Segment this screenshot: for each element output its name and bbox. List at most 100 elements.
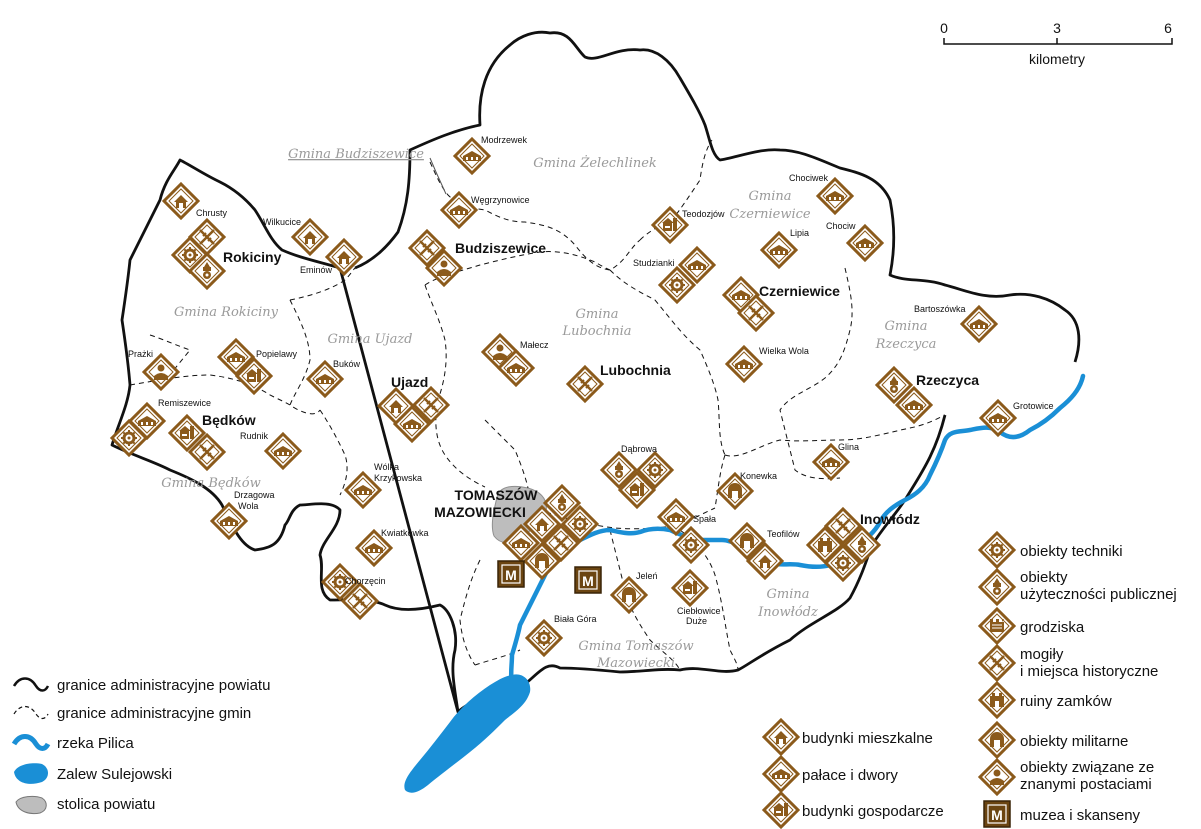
place-label: Krzykowska bbox=[374, 473, 422, 483]
town-label-lubochnia: Lubochnia bbox=[600, 362, 671, 378]
farm-building-icon bbox=[764, 793, 798, 827]
gmina-label-ujazd: Gmina Ujazd bbox=[327, 332, 412, 347]
place-label: Buków bbox=[333, 359, 361, 369]
legend-label-grodziska: grodziska bbox=[1020, 619, 1085, 636]
town-label-czerniewice: Czerniewice bbox=[759, 283, 840, 299]
legend-label-reservoir: Zalew Sulejowski bbox=[57, 766, 172, 783]
bunker-icon[interactable] bbox=[612, 578, 646, 612]
place-label: Wólka bbox=[374, 462, 399, 472]
county-boundary-swatch bbox=[12, 677, 50, 692]
gmina-label-tomaszow-1: Gmina Tomaszów bbox=[578, 639, 693, 654]
museum-icon[interactable] bbox=[497, 560, 525, 588]
town-label-tomaszow-1: TOMASZÓW bbox=[455, 486, 539, 503]
place-label: Glina bbox=[838, 442, 859, 452]
gmina-label-tomaszow-2: Mazowiecki bbox=[596, 656, 675, 671]
legend-label-house: budynki mieszkalne bbox=[802, 730, 933, 747]
house-icon bbox=[764, 720, 798, 754]
legend-label-mogily-1: mogiły bbox=[1020, 646, 1064, 663]
manor-icon[interactable] bbox=[848, 226, 882, 260]
place-label: Chociwek bbox=[789, 173, 829, 183]
museum-icon bbox=[983, 800, 1011, 828]
place-label: Ciebłowice bbox=[677, 606, 721, 616]
place-label: Lipia bbox=[790, 228, 809, 238]
manor-icon[interactable] bbox=[962, 307, 996, 341]
gmina-label-rokiciny: Gmina Rokiciny bbox=[174, 305, 279, 320]
farm-building-icon[interactable] bbox=[673, 571, 707, 605]
place-label: Rudnik bbox=[240, 431, 269, 441]
gmina-label-czerniewice-1: Gmina bbox=[749, 189, 792, 204]
gear-icon bbox=[980, 533, 1014, 567]
town-label-tomaszow-2: MAZOWIECKI bbox=[434, 504, 526, 520]
legend-label-capital: stolica powiatu bbox=[57, 796, 155, 813]
public-building-icon bbox=[980, 570, 1014, 604]
legend-label-uzytecznosci-1: obiekty bbox=[1020, 569, 1068, 586]
gmina-label-inowlodz-2: Inowłódz bbox=[757, 605, 818, 620]
gmina-labels: Gmina Budziszewice Gmina Żelechlinek Gmi… bbox=[161, 147, 936, 671]
place-label: Teodozjów bbox=[682, 209, 725, 219]
place-label: Drzagowa bbox=[234, 490, 275, 500]
place-label: Teofilów bbox=[767, 529, 800, 539]
place-label: Chorzęcin bbox=[345, 576, 386, 586]
place-label: Studzianki bbox=[633, 258, 675, 268]
town-label-rzeczyca: Rzeczyca bbox=[916, 372, 979, 388]
place-label: Kwiatkówka bbox=[381, 528, 429, 538]
place-label: Wilkucice bbox=[263, 217, 301, 227]
capital-swatch bbox=[15, 795, 47, 815]
legend-label-farm: budynki gospodarcze bbox=[802, 803, 944, 820]
gmina-label-czerniewice-2: Czerniewice bbox=[729, 207, 810, 222]
manor-icon[interactable] bbox=[266, 434, 300, 468]
gmina-label-budziszewice: Gmina Budziszewice bbox=[288, 147, 424, 162]
place-label: Jeleń bbox=[636, 571, 658, 581]
scale-unit: kilometry bbox=[1029, 51, 1085, 67]
crossed-swords-icon[interactable] bbox=[568, 367, 602, 401]
zalew-sulejowski bbox=[404, 674, 531, 793]
place-label: Węgrzynowice bbox=[471, 195, 530, 205]
manor-icon[interactable] bbox=[727, 347, 761, 381]
legend-label-postaci-2: znanymi postaciami bbox=[1020, 776, 1152, 793]
legend-label-uzytecznosci-2: użyteczności publicznej bbox=[1020, 586, 1177, 603]
reservoir-swatch bbox=[14, 763, 48, 784]
place-label: Dąbrowa bbox=[621, 444, 657, 454]
gear-icon[interactable] bbox=[527, 621, 561, 655]
gmina-boundary-swatch bbox=[13, 705, 49, 720]
bunker-icon bbox=[980, 723, 1014, 757]
gmina-label-rzeczyca-1: Gmina bbox=[885, 319, 928, 334]
legend-boundaries: granice administracyjne powiatu granice … bbox=[11, 677, 270, 815]
museum-icon[interactable] bbox=[574, 566, 602, 594]
manor-icon[interactable] bbox=[762, 233, 796, 267]
person-icon[interactable] bbox=[144, 355, 178, 389]
legend-label-river: rzeka Pilica bbox=[57, 735, 134, 752]
place-label: Spała bbox=[693, 514, 716, 524]
place-label: Remiszewice bbox=[158, 398, 211, 408]
gmina-budziszewice-leader bbox=[429, 157, 447, 195]
house-icon[interactable] bbox=[164, 184, 198, 218]
legend-objects: obiekty techniki obiekty użyteczności pu… bbox=[980, 533, 1177, 828]
heritage-icons bbox=[112, 139, 1015, 655]
place-label: Wola bbox=[238, 501, 258, 511]
place-label: Chrusty bbox=[196, 208, 228, 218]
town-label-ujazd: Ujazd bbox=[391, 374, 428, 390]
town-label-bedkow: Będków bbox=[202, 412, 256, 428]
legend-label-militarne: obiekty militarne bbox=[1020, 733, 1128, 750]
scale-bar: 0 3 6 kilometry bbox=[940, 20, 1173, 67]
manor-icon[interactable] bbox=[818, 179, 852, 213]
manor-icon bbox=[764, 757, 798, 791]
place-label: Grotowice bbox=[1013, 401, 1054, 411]
legend-label-techniki: obiekty techniki bbox=[1020, 543, 1123, 560]
place-label: Modrzewek bbox=[481, 135, 528, 145]
place-label: Chociw bbox=[826, 221, 856, 231]
place-label: Eminów bbox=[300, 265, 333, 275]
legend-label-postaci-1: obiekty związane ze bbox=[1020, 759, 1154, 776]
county-boundary bbox=[354, 30, 1081, 363]
manor-icon[interactable] bbox=[981, 401, 1015, 435]
place-labels: Modrzewek Chrusty Wilkucice Eminów Węgrz… bbox=[128, 135, 1054, 626]
legend-label-ruiny: ruiny zamków bbox=[1020, 693, 1112, 710]
legend-label-gmina: granice administracyjne gmin bbox=[57, 705, 251, 722]
place-label: Popielawy bbox=[256, 349, 298, 359]
gmina-label-inowlodz-1: Gmina bbox=[767, 587, 810, 602]
legend-label-county: granice administracyjne powiatu bbox=[57, 677, 270, 694]
castle-icon bbox=[980, 683, 1014, 717]
town-label-inowlodz: Inowłódz bbox=[860, 511, 920, 527]
legend-label-mogily-2: i miejsca historyczne bbox=[1020, 663, 1158, 680]
